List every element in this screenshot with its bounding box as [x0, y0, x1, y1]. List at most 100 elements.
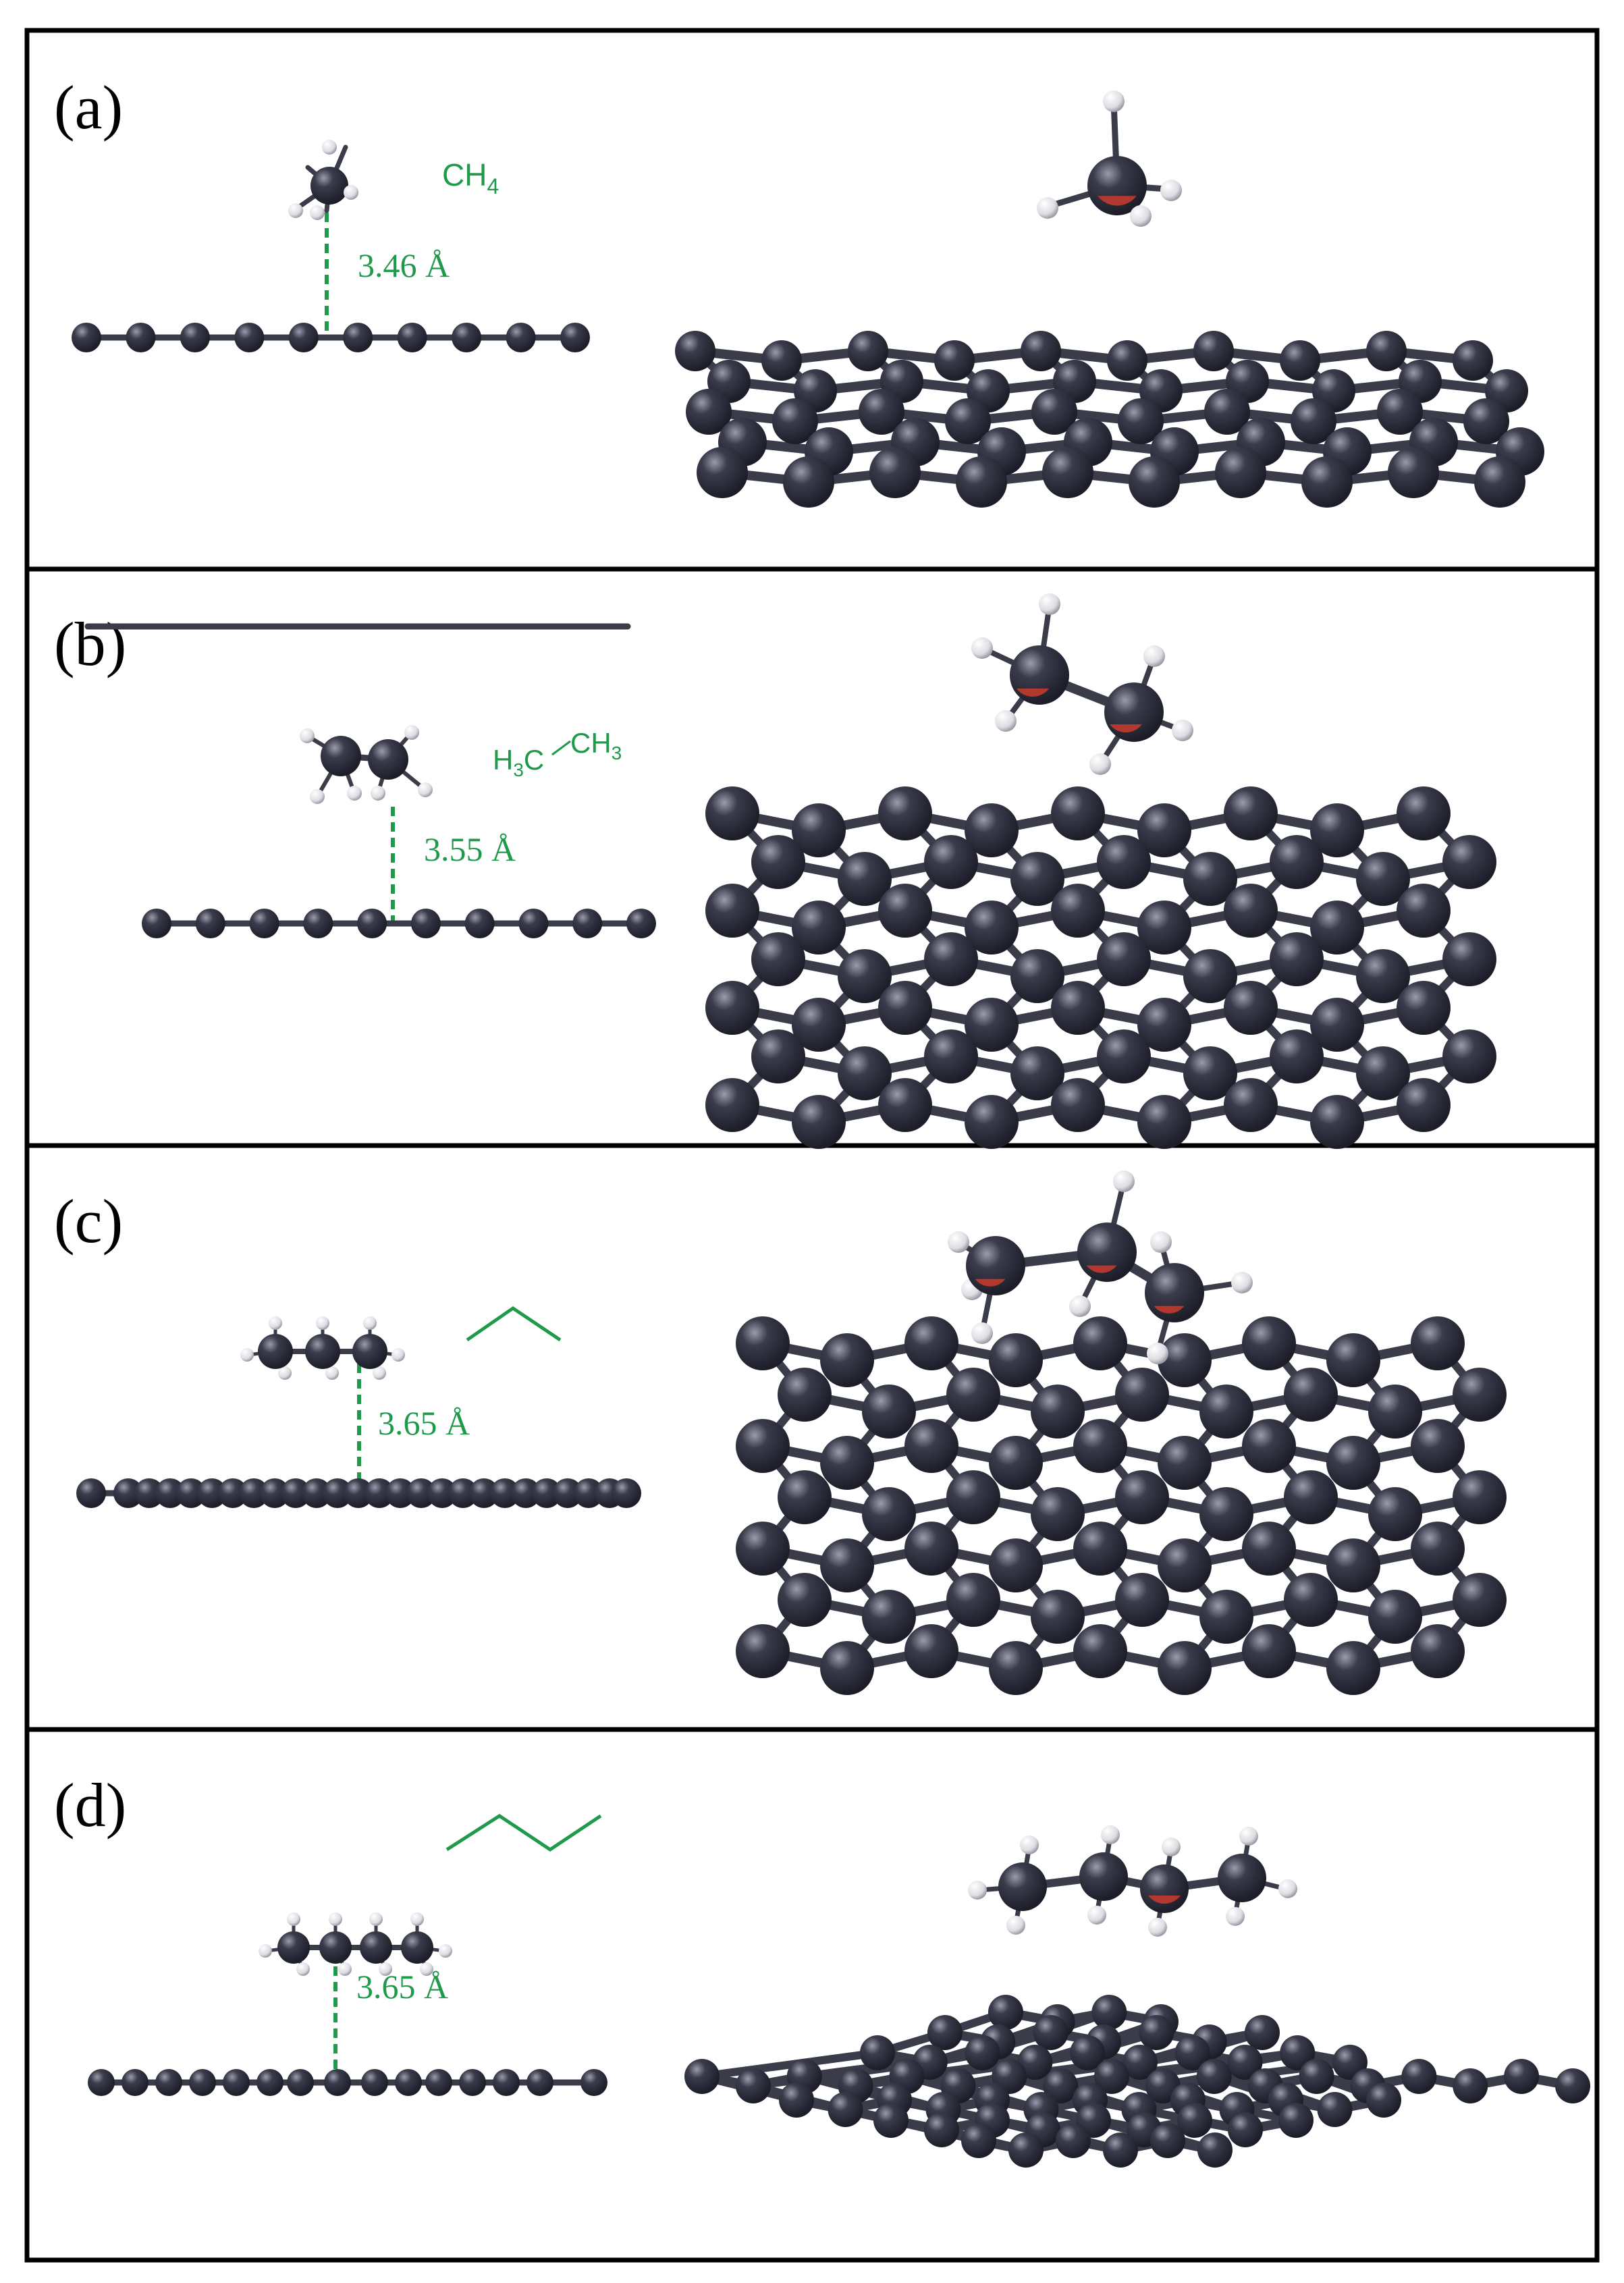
- carbon-atom: [1397, 786, 1451, 840]
- panel-label-c: (c): [54, 1187, 123, 1256]
- carbon-atom: [1280, 340, 1320, 381]
- carbon-atom: [142, 909, 171, 938]
- carbon-atom: [1411, 1316, 1465, 1370]
- carbon-atom: [792, 1095, 846, 1149]
- hydrogen-atom: [1172, 720, 1193, 741]
- carbon-atom: [1073, 1624, 1127, 1678]
- hydrogen-atom: [948, 1231, 969, 1253]
- carbon-atom: [490, 1478, 520, 1508]
- hydrogen-atom: [1103, 90, 1125, 112]
- carbon-atom: [361, 2069, 388, 2096]
- carbon-atom: [1397, 1078, 1451, 1132]
- carbon-atom: [121, 2069, 148, 2096]
- carbon-atom: [989, 1436, 1043, 1490]
- bond: [698, 2049, 882, 2080]
- carbon-atom: [532, 1478, 562, 1508]
- carbon-atom: [1139, 2015, 1174, 2050]
- carbon-atom: [1270, 835, 1324, 889]
- hydrogen-atom: [1020, 1835, 1039, 1854]
- carbon-atom: [319, 1931, 352, 1964]
- carbon-atom: [862, 1385, 916, 1439]
- carbon-atom: [506, 323, 536, 352]
- carbon-atom: [1453, 1368, 1507, 1422]
- carbon-atom: [360, 1931, 392, 1964]
- carbon-atom: [1326, 1641, 1380, 1695]
- carbon-atom: [1051, 981, 1105, 1035]
- carbon-atom: [180, 323, 210, 352]
- carbon-atom: [1453, 1573, 1507, 1627]
- carbon-atom: [1010, 1046, 1064, 1100]
- carbon-atom: [705, 1078, 759, 1132]
- carbon-atom: [820, 1641, 874, 1695]
- carbon-atom: [1366, 2083, 1401, 2118]
- hydrogen-atom: [288, 203, 303, 218]
- carbon-atom: [1158, 1641, 1212, 1695]
- carbon-atom: [518, 909, 549, 938]
- carbon-atom: [1115, 1368, 1169, 1422]
- carbon-atom: [1021, 331, 1061, 371]
- carbon-atom: [1224, 786, 1278, 840]
- carbon-atom: [1033, 2015, 1068, 2050]
- carbon-atom: [113, 1478, 143, 1508]
- carbon-atom: [1091, 1995, 1127, 2030]
- hydrogen-atom: [316, 1316, 329, 1330]
- hydrogen-atom: [1239, 1827, 1258, 1846]
- carbon-atom: [934, 340, 975, 381]
- carbon-atom: [792, 998, 846, 1052]
- carbon-atom: [1270, 932, 1324, 986]
- hydrogen-atom: [325, 1366, 339, 1380]
- carbon-atom: [961, 2123, 996, 2158]
- carbon-atom: [736, 1316, 790, 1370]
- carbon-atom: [1397, 884, 1451, 938]
- carbon-atom: [1411, 1522, 1465, 1576]
- carbon-atom: [218, 1478, 248, 1508]
- carbon-atom: [1204, 389, 1250, 435]
- carbon-atom: [1137, 901, 1191, 955]
- highlight-atom-cap: [1154, 1306, 1185, 1314]
- carbon-atom: [574, 1478, 603, 1508]
- carbon-atom: [281, 1478, 310, 1508]
- hydrogen-atom: [287, 1912, 300, 1926]
- carbon-atom: [1291, 398, 1336, 444]
- carbon-atom: [1218, 1854, 1266, 1902]
- highlight-atom-cap: [1110, 724, 1142, 732]
- hydrogen-atom: [439, 1944, 452, 1958]
- carbon-atom: [1368, 1385, 1422, 1439]
- carbon-atom: [1377, 389, 1423, 435]
- carbon-atom: [1224, 884, 1278, 938]
- carbon-atom: [395, 2069, 422, 2096]
- carbon-atom: [1042, 447, 1093, 498]
- carbon-atom: [697, 447, 748, 498]
- carbon-atom: [848, 331, 888, 371]
- carbon-atom: [1104, 682, 1164, 742]
- carbon-atom: [459, 2069, 486, 2096]
- carbon-atom: [1137, 1095, 1191, 1149]
- hydrogen-atom: [968, 1881, 987, 1900]
- carbon-atom: [820, 1436, 874, 1490]
- hydrogen-atom: [329, 1912, 342, 1926]
- carbon-atom: [1010, 852, 1064, 906]
- carbon-atom: [1504, 2059, 1540, 2094]
- carbon-atom: [464, 909, 495, 938]
- carbon-atom: [1122, 2045, 1158, 2080]
- carbon-atom: [1031, 1487, 1085, 1541]
- carbon-atom: [1031, 389, 1077, 435]
- carbon-atom: [258, 1334, 293, 1369]
- carbon-atom: [735, 2068, 771, 2103]
- carbon-atom: [1356, 852, 1410, 906]
- carbon-atom: [1010, 645, 1069, 705]
- distance-label-d: 3.65 Å: [356, 1968, 448, 2006]
- carbon-atom: [1137, 998, 1191, 1052]
- carbon-atom: [410, 909, 441, 938]
- carbon-atom: [989, 1538, 1043, 1592]
- carbon-atom: [323, 1478, 352, 1508]
- carbon-atom: [965, 1095, 1019, 1149]
- carbon-atom: [1115, 1573, 1169, 1627]
- distance-label-a: 3.46 Å: [358, 246, 450, 284]
- carbon-atom: [1129, 456, 1180, 508]
- hydrogen-atom: [1037, 197, 1058, 219]
- carbon-atom: [1150, 2123, 1185, 2158]
- carbon-atom: [946, 1368, 1000, 1422]
- carbon-atom: [1073, 1522, 1127, 1576]
- carbon-atom: [1411, 1419, 1465, 1473]
